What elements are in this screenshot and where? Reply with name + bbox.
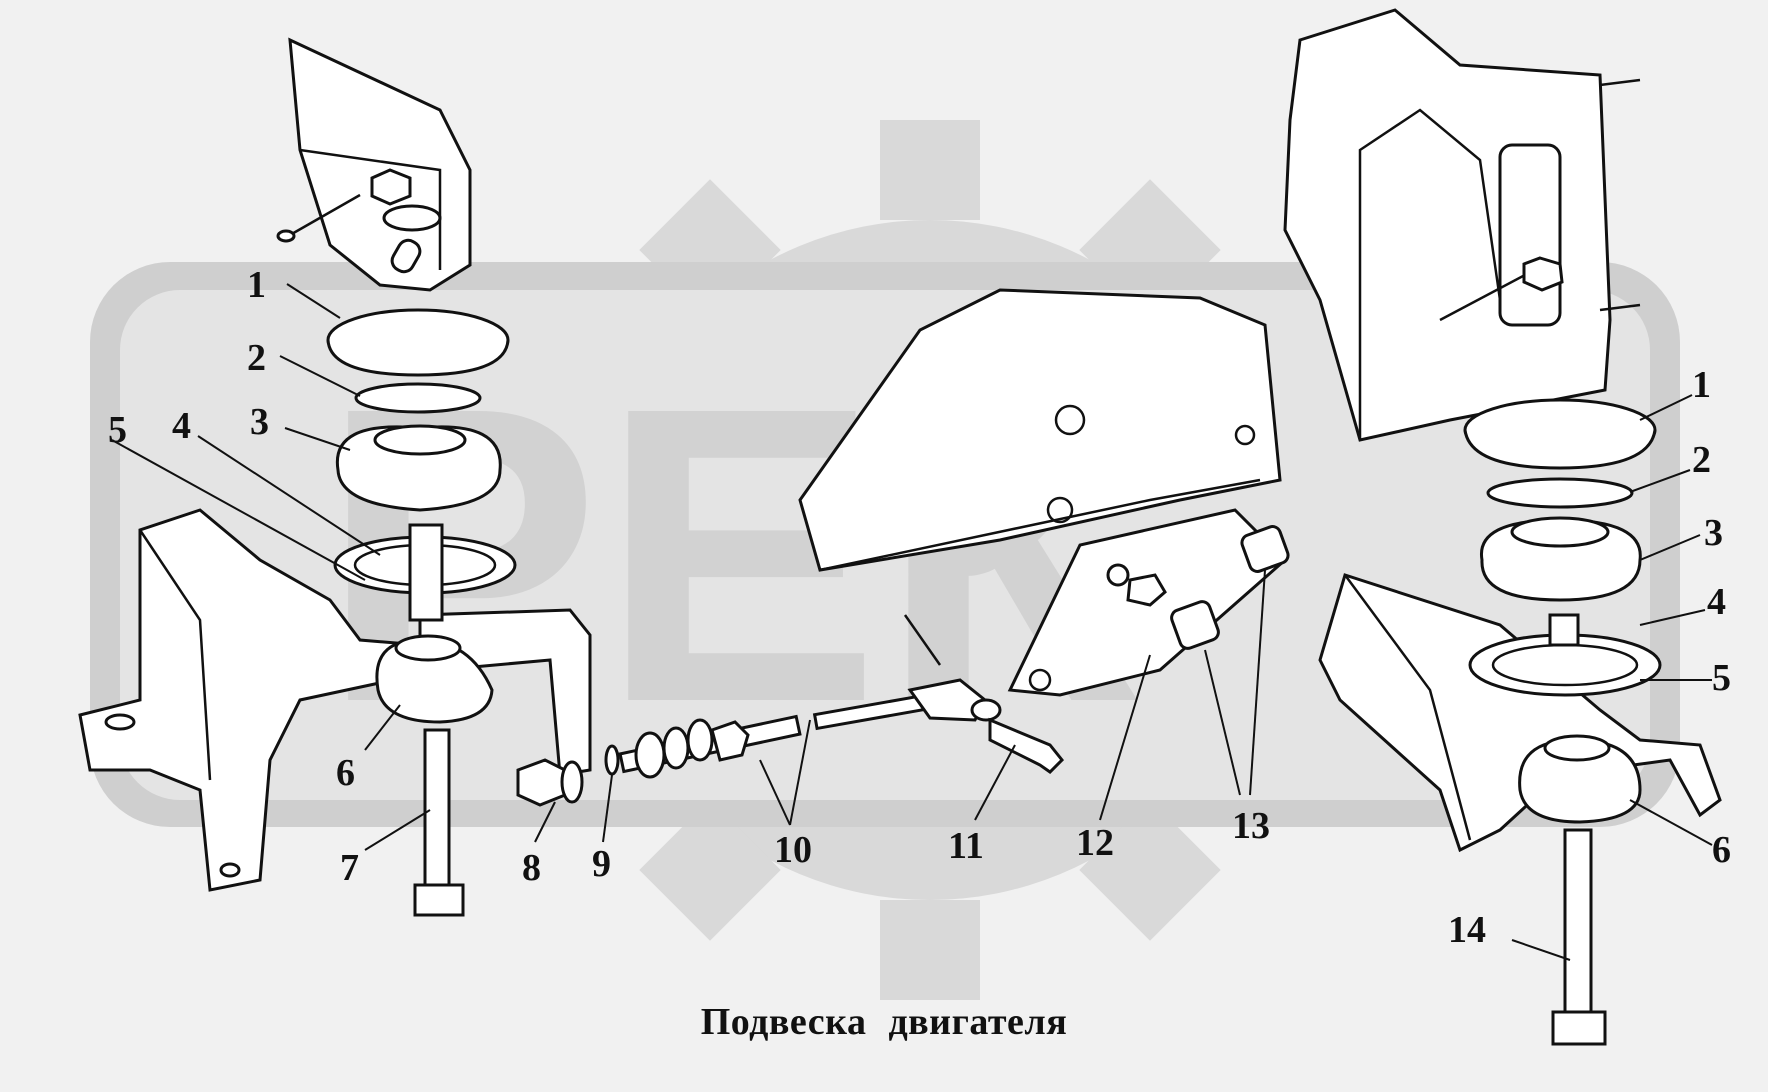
callout-left-7: 7 <box>340 847 359 889</box>
tie-rod-assembly <box>516 614 1065 807</box>
left-lower-bracket <box>78 508 592 892</box>
left-washer-2 <box>354 382 482 414</box>
callout-right-4: 4 <box>1707 581 1726 623</box>
callout-12: 12 <box>1076 822 1114 864</box>
callout-left-2: 2 <box>247 337 266 379</box>
diagram-caption: Подвеска двигателя <box>700 1001 1068 1043</box>
link-plate <box>1007 508 1290 697</box>
callout-right-6: 6 <box>1712 829 1731 871</box>
right-sleeve-4 <box>1548 613 1580 647</box>
right-washer-2 <box>1486 477 1634 509</box>
callout-9: 9 <box>592 843 611 885</box>
callout-right-14: 14 <box>1448 909 1486 951</box>
callout-left-5: 5 <box>108 409 127 451</box>
left-upper-bracket <box>276 37 472 292</box>
callout-right-3: 3 <box>1704 512 1723 554</box>
callout-right-1: 1 <box>1692 364 1711 406</box>
callout-right-2: 2 <box>1692 439 1711 481</box>
callout-left-1: 1 <box>247 264 266 306</box>
callout-11: 11 <box>948 825 984 867</box>
left-cushion-6 <box>375 638 494 724</box>
bolt-11 <box>988 717 1065 774</box>
callout-8: 8 <box>522 847 541 889</box>
nut-8 <box>516 758 567 807</box>
leader-lines <box>111 283 1713 961</box>
washer-9 <box>604 744 620 776</box>
center-bracket <box>798 288 1282 572</box>
callout-left-3: 3 <box>250 401 269 443</box>
callout-13: 13 <box>1232 805 1270 847</box>
right-upper-bracket <box>1283 8 1641 442</box>
left-sleeve-4 <box>408 523 444 622</box>
right-mount-stack <box>1463 398 1662 1046</box>
callout-10: 10 <box>774 829 812 871</box>
callout-right-5: 5 <box>1712 657 1731 699</box>
left-mount-stack <box>326 308 517 917</box>
callout-labels: 1 2 3 4 5 6 7 8 9 10 11 12 13 1 2 3 4 5 … <box>108 264 1731 951</box>
right-bolt-14 <box>1563 828 1593 1022</box>
callout-left-6: 6 <box>336 752 355 794</box>
callout-left-4: 4 <box>172 405 191 447</box>
